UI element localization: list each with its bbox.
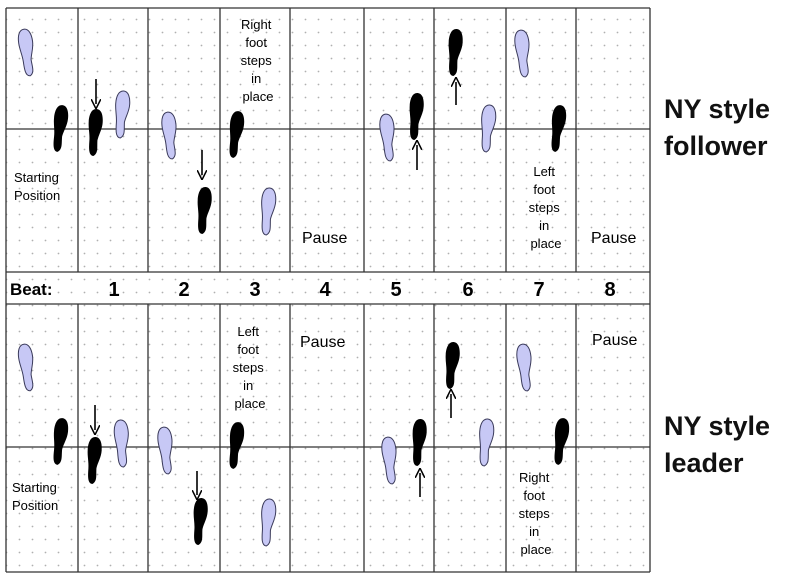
follower-beat7-text: Left foot steps in place: [529, 164, 564, 251]
beat-number-8: 8: [604, 279, 615, 301]
leader-title: NY style leader: [664, 408, 800, 482]
leader-title-line2: leader: [664, 448, 744, 478]
follower-title-line1: NY style: [664, 94, 771, 124]
beat-label: Beat:: [10, 280, 53, 299]
follower-beat4-pause: Pause: [302, 230, 347, 247]
beat-number-2: 2: [178, 279, 189, 301]
leader-beat3-text: Left foot steps in place: [233, 324, 268, 411]
leader-beat8-pause: Pause: [592, 332, 637, 349]
beat-number-6: 6: [462, 279, 473, 301]
follower-start-text: Starting Position: [14, 170, 62, 203]
leader-title-line1: NY style: [664, 411, 771, 441]
beat-number-5: 5: [390, 279, 401, 301]
leader-start-text: Starting Position: [12, 480, 60, 513]
follower-beat8-pause: Pause: [591, 230, 636, 247]
grid-lines: [5, 7, 651, 573]
follower-title: NY style follower: [664, 91, 800, 165]
leader-beat4-pause: Pause: [300, 334, 345, 351]
beat-number-7: 7: [533, 279, 544, 301]
follower-panel: Starting Position Right foot steps in pl…: [14, 17, 636, 251]
beat-row: Beat: 1 2 3 4 5 6 7 8: [10, 279, 616, 301]
follower-title-line2: follower: [664, 131, 768, 161]
beat-number-1: 1: [108, 279, 119, 301]
beat-number-3: 3: [249, 279, 260, 301]
dotted-grid-background: [6, 8, 650, 572]
leader-panel: Starting Position Left foot steps in pla…: [12, 324, 637, 557]
leader-beat7-text: Right foot steps in place: [519, 470, 554, 557]
beat-number-4: 4: [319, 279, 331, 301]
follower-beat3-text: Right foot steps in place: [241, 17, 276, 104]
